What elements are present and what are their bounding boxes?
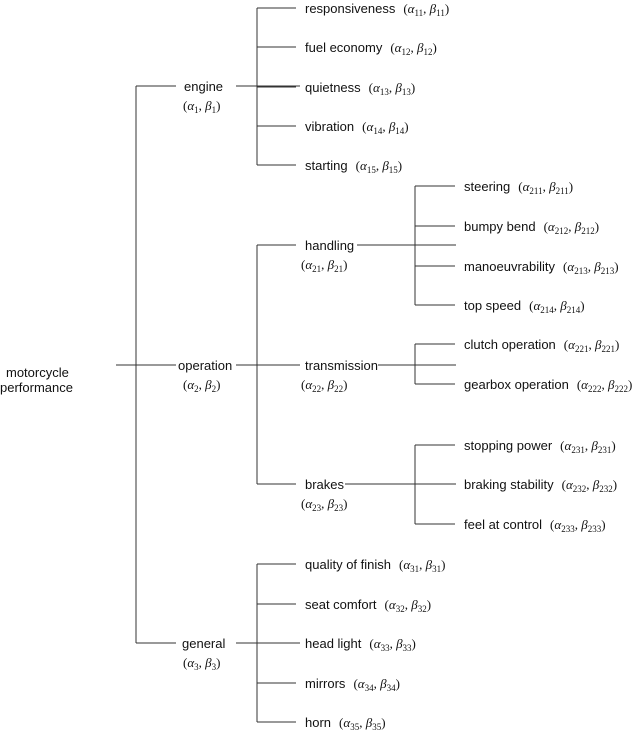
leaf-feel-at-control-param: (α233, β233) [550,517,606,534]
leaf-mirrors-param: (α34, β34) [353,676,400,693]
leaf-clutch-operation-param: (α221, β221) [564,337,620,354]
branch-general-label: general [182,636,225,651]
branch-general-param: (α3, β3) [183,655,221,672]
leaf-stopping-power-param: (α231, β231) [560,438,616,455]
connector-lines [116,7,456,723]
leaf-steering-param: (α211, β211) [518,179,573,196]
leaf-quietness-param: (α13, β13) [369,80,416,97]
leaf-starting-label: starting [305,158,348,173]
leaf-quietness-label: quietness [305,80,361,95]
leaf-fuel-economy-label: fuel economy [305,40,383,55]
leaf-bumpy-bend-param: (α212, β212) [544,219,600,236]
leaf-gearbox-operation-label: gearbox operation [464,377,569,392]
subbranch-handling-label: handling [305,238,354,253]
branch-engine-param: (α1, β1) [183,98,221,115]
leaf-bumpy-bend-label: bumpy bend [464,219,536,234]
leaf-braking-stability-label: braking stability [464,477,554,492]
leaf-mirrors-label: mirrors [305,676,346,691]
leaf-top-speed-param: (α214, β214) [529,298,585,315]
leaf-stopping-power-label: stopping power [464,438,553,453]
leaf-feel-at-control-label: feel at control [464,517,542,532]
leaf-seat-comfort-param: (α32, β32) [385,597,432,614]
branch-operation-label: operation [178,358,232,373]
branch-operation-param: (α2, β2) [183,377,221,394]
root-label-line1: motorcycle [6,365,69,380]
leaf-braking-stability-param: (α232, β232) [562,477,618,494]
subbranch-brakes-label: brakes [305,477,345,492]
subbranch-transmission-param: (α22, β22) [301,377,348,394]
leaf-head-light-label: head light [305,636,362,651]
subbranch-transmission-label: transmission [305,358,378,373]
branch-engine-label: engine [184,79,223,94]
leaf-manoeuvrability-param: (α213, β213) [563,259,619,276]
leaf-quality-of-finish-label: quality of finish [305,557,391,572]
leaf-quality-of-finish-param: (α31, β31) [399,557,446,574]
leaf-seat-comfort-label: seat comfort [305,597,377,612]
leaf-vibration-label: vibration [305,119,354,134]
leaf-starting-param: (α15, β15) [356,158,403,175]
leaf-clutch-operation-label: clutch operation [464,337,556,352]
leaf-fuel-economy-param: (α12, β12) [390,40,437,57]
leaf-head-light-param: (α33, β33) [369,636,416,653]
leaf-steering-label: steering [464,179,510,194]
leaf-manoeuvrability-label: manoeuvrability [464,259,556,274]
leaf-horn-param: (α35, β35) [339,715,386,730]
leaf-responsiveness-param: (α11, β11) [403,1,449,18]
leaf-responsiveness-label: responsiveness [305,1,396,16]
subbranch-brakes-param: (α23, β23) [301,496,348,513]
root-label-line2: performance [0,380,73,395]
subbranch-handling-param: (α21, β21) [301,257,348,274]
leaf-top-speed-label: top speed [464,298,521,313]
leaf-horn-label: horn [305,715,331,730]
leaf-gearbox-operation-param: (α222, β222) [577,377,633,394]
leaf-vibration-param: (α14, β14) [362,119,409,136]
